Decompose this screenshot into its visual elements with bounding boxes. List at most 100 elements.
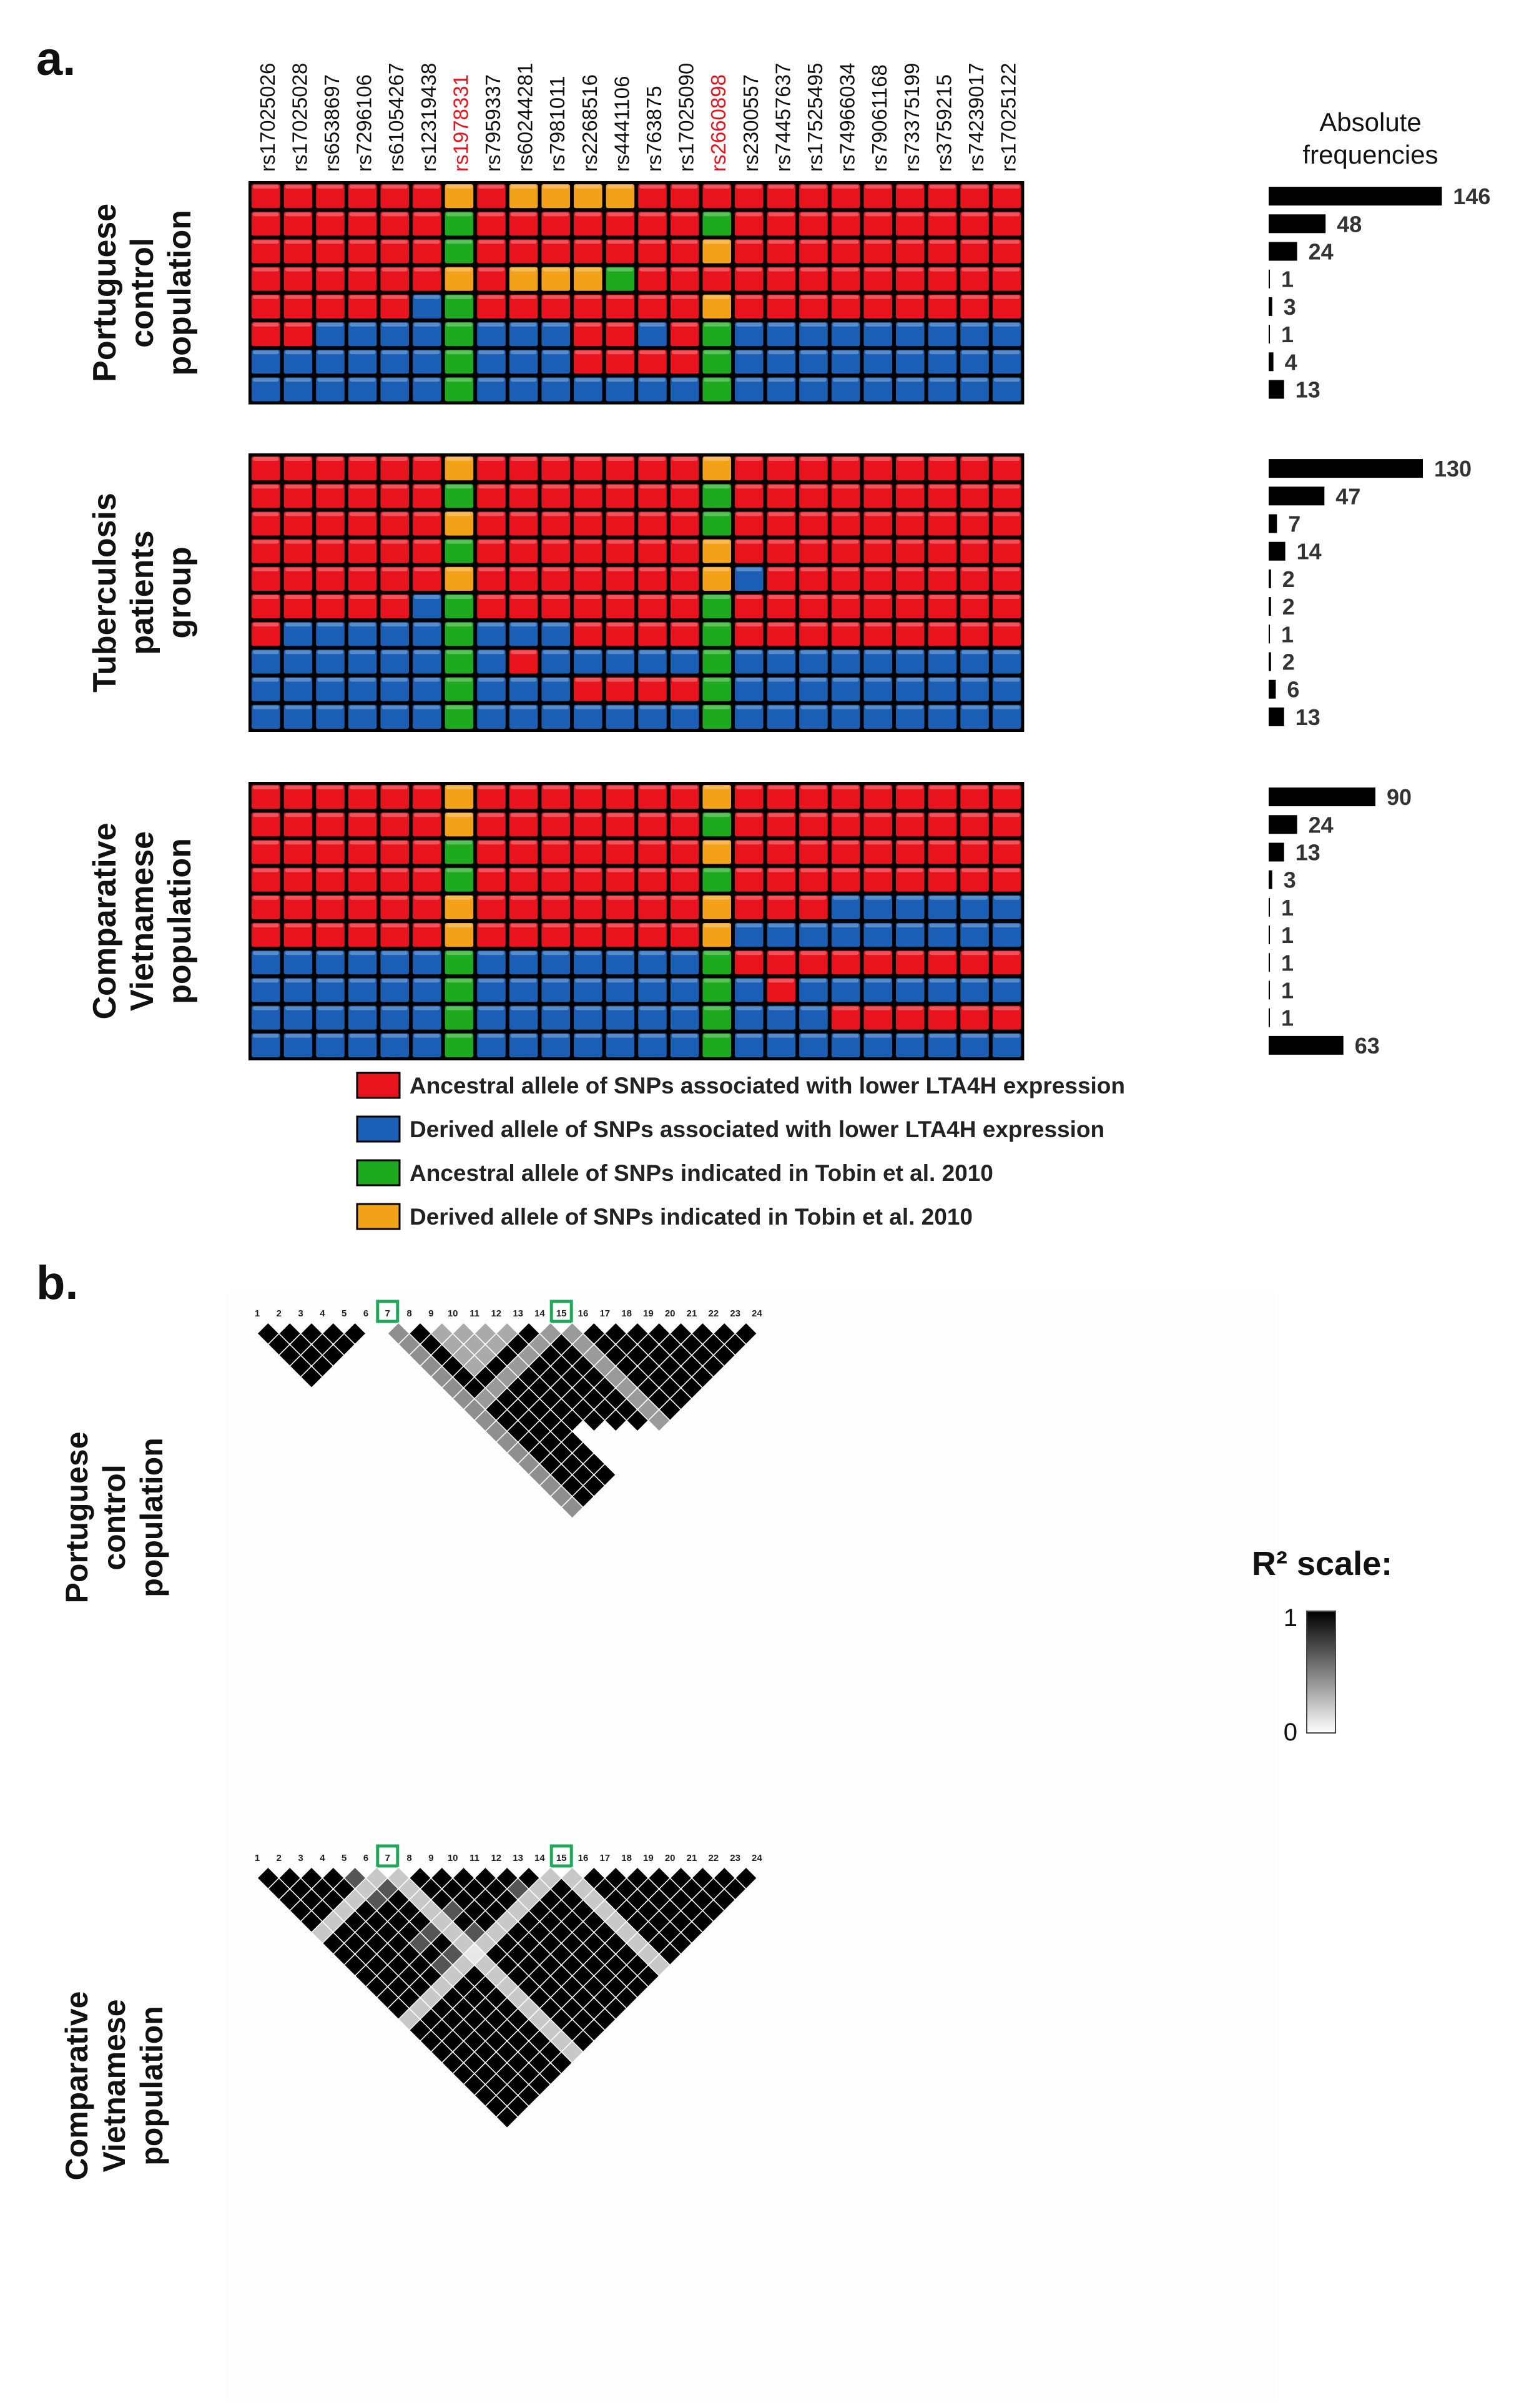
cell-highlight [671, 951, 698, 955]
cell-highlight [865, 1034, 891, 1038]
cell-highlight [381, 786, 408, 789]
haplotype-cell [540, 977, 572, 1004]
haplotype-cell [669, 839, 701, 866]
cell-highlight [414, 595, 440, 599]
haplotype-cell [443, 483, 475, 510]
cell-highlight [865, 786, 891, 789]
haplotype-cell [250, 621, 282, 648]
cell-highlight [671, 1006, 698, 1010]
haplotype-cell [476, 538, 507, 565]
haplotype-cell [347, 348, 378, 375]
haplotype-cell [282, 265, 314, 292]
cell-highlight [543, 979, 569, 983]
haplotype-cell [347, 922, 378, 949]
cell-highlight [736, 1034, 762, 1038]
cell-highlight [317, 212, 343, 217]
cell-highlight [704, 813, 730, 817]
cell-highlight [381, 267, 408, 272]
cell-highlight [381, 567, 408, 571]
haplotype-cell [991, 565, 1023, 592]
haplotype-cell [540, 538, 572, 565]
cell-highlight [704, 979, 730, 983]
haplotype-cell [862, 376, 894, 403]
haplotype-cell [927, 977, 958, 1004]
frequency-bar [1269, 514, 1277, 533]
frequency-bar [1269, 242, 1297, 261]
haplotype-cell [573, 483, 604, 510]
haplotype-cell [250, 265, 282, 292]
cell-highlight [543, 924, 569, 927]
cell-highlight [253, 813, 279, 817]
marker-number: 8 [406, 1308, 411, 1319]
marker-number: 5 [342, 1853, 347, 1863]
haplotype-cell [637, 348, 668, 375]
haplotype-cell [476, 376, 507, 403]
haplotype-cell [798, 839, 829, 866]
cell-highlight [800, 868, 827, 872]
haplotype-cell [476, 922, 507, 949]
haplotype-cell [895, 648, 926, 675]
marker-number: 7 [385, 1308, 390, 1319]
cell-highlight [929, 350, 956, 355]
haplotype-cell [250, 949, 282, 976]
r2-scale-bar [1306, 1611, 1336, 1734]
cell-highlight [832, 1034, 859, 1038]
haplotype-cell [765, 593, 797, 620]
cell-highlight [575, 240, 601, 244]
cell-highlight [961, 512, 988, 516]
haplotype-cell [959, 538, 990, 565]
cell-highlight [865, 650, 891, 654]
cell-highlight [349, 951, 376, 955]
haplotype-cell [862, 265, 894, 292]
cell-highlight [671, 868, 698, 872]
cell-highlight [575, 485, 601, 489]
haplotype-cell [959, 648, 990, 675]
haplotype-cell [379, 703, 411, 731]
haplotype-cell [637, 538, 668, 565]
cell-highlight [478, 896, 504, 900]
cell-highlight [993, 951, 1020, 955]
frequency-bar [1269, 897, 1270, 917]
haplotype-cell [573, 922, 604, 949]
haplotype-cell [379, 621, 411, 648]
group-name: population [162, 210, 198, 376]
cell-highlight [929, 813, 956, 817]
haplotype-cell [798, 894, 829, 921]
cell-highlight [575, 813, 601, 817]
cell-highlight [381, 540, 408, 544]
haplotype-cell [830, 621, 862, 648]
snp-label: rs74457637 [771, 63, 794, 172]
cell-highlight [414, 485, 440, 489]
cell-highlight [478, 295, 504, 299]
haplotype-cell [701, 894, 733, 921]
haplotype-cell [830, 510, 862, 537]
haplotype-cell [830, 703, 862, 731]
haplotype-cell [476, 265, 507, 292]
cell-highlight [446, 512, 473, 516]
cell-highlight [543, 1034, 569, 1038]
cell-highlight [704, 457, 730, 461]
haplotype-cell [282, 949, 314, 976]
haplotype-cell [959, 977, 990, 1004]
cell-highlight [993, 896, 1020, 900]
cell-highlight [446, 979, 473, 983]
haplotype-cell [347, 839, 378, 866]
haplotype-cell [250, 811, 282, 838]
haplotype-cell [508, 1032, 539, 1059]
cell-highlight [865, 378, 891, 382]
cell-highlight [671, 457, 698, 461]
haplotype-cell [604, 866, 636, 893]
haplotype-cell [282, 703, 314, 731]
cell-highlight [285, 678, 312, 682]
haplotype-cell [508, 565, 539, 592]
cell-highlight [381, 378, 408, 382]
cell-highlight [285, 457, 312, 461]
marker-number: 9 [428, 1853, 433, 1863]
cell-highlight [414, 212, 440, 217]
haplotype-cell [347, 1032, 378, 1059]
haplotype-cell [927, 538, 958, 565]
marker-number: 15 [556, 1308, 567, 1319]
haplotype-cell [508, 455, 539, 482]
haplotype-cell [443, 811, 475, 838]
